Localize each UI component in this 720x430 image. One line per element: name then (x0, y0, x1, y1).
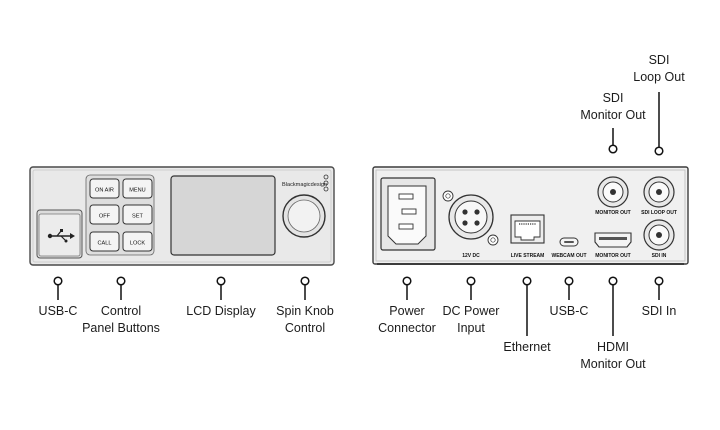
button-label-off: OFF (99, 214, 111, 220)
callout-spin-knob-line1: Spin Knob (276, 304, 334, 318)
hdmi-port: MONITOR OUT (594, 232, 632, 259)
callout-hdmi-line1: HDMI (597, 340, 629, 354)
callout-dc-power-input: DC Power Input (443, 303, 500, 337)
callout-usb-c-front: USB-C (39, 303, 78, 320)
port-label-sdi-loop-out: SDI LOOP OUT (641, 210, 677, 216)
callout-ethernet: Ethernet (503, 339, 550, 356)
button-label-lock: LOCK (130, 241, 146, 247)
callout-power-connector-line1: Power (389, 304, 425, 318)
callout-sdi-monitor-out-line2: Monitor Out (580, 108, 646, 122)
button-set[interactable]: SET (122, 204, 153, 225)
port-label-sdi-monitor-out: MONITOR OUT (595, 210, 630, 216)
leader-usb-c-rear (564, 276, 574, 300)
callout-spin-knob-line2: Control (284, 321, 326, 335)
control-panel-buttons: ON AIR MENU OFF SET CALL LOCK (85, 174, 155, 256)
usb-icon (47, 229, 75, 243)
callout-ethernet-line1: Ethernet (503, 340, 551, 354)
button-label-menu: MENU (129, 188, 145, 194)
port-label-monitor-out: MONITOR OUT (595, 253, 630, 259)
callout-hdmi-line2: Monitor Out (580, 357, 646, 371)
leader-spin-knob (300, 276, 310, 300)
button-label-set: SET (132, 214, 143, 220)
sdi-in-port: SDI IN (643, 219, 675, 259)
leader-ethernet (522, 276, 532, 336)
leader-usb-c-front (53, 276, 63, 300)
button-label-call: CALL (98, 241, 112, 247)
port-label-live-stream: LIVE STREAM (511, 253, 545, 259)
sdi-loop-out-port: SDI LOOP OUT (641, 176, 677, 216)
callout-power-connector: Power Connector (378, 303, 436, 337)
callout-dc-power-line1: DC Power (442, 304, 500, 318)
lcd-display (170, 175, 276, 256)
button-on-air[interactable]: ON AIR (89, 178, 120, 199)
callout-power-connector-line2: Connector (378, 321, 436, 335)
port-label-dc: 12V DC (462, 253, 480, 259)
callout-usb-c-rear-line1: USB-C (549, 304, 589, 318)
callout-hdmi-monitor-out: HDMI Monitor Out (580, 339, 645, 373)
spin-knob[interactable] (282, 194, 326, 238)
leader-dc-power (466, 276, 476, 300)
rear-usb-c-port: WEBCAM OUT (552, 237, 587, 259)
dc-power-input: 12V DC (442, 190, 499, 259)
callout-sdi-in-line1: SDI In (641, 304, 677, 318)
button-label-on-air: ON AIR (95, 188, 114, 194)
callout-sdi-in: SDI In (642, 303, 677, 320)
leader-lcd-display (216, 276, 226, 300)
ethernet-port: LIVE STREAM (510, 214, 545, 259)
power-connector (380, 177, 436, 251)
port-label-webcam-out: WEBCAM OUT (552, 253, 587, 259)
status-leds (323, 174, 329, 192)
sdi-monitor-out-port: MONITOR OUT (595, 176, 631, 216)
callout-usb-c-front-line1: USB-C (38, 304, 78, 318)
brand-logo: Blackmagicdesign (282, 182, 327, 188)
leader-control-panel (116, 276, 126, 300)
callout-spin-knob: Spin Knob Control (276, 303, 334, 337)
callout-sdi-loop-out: SDI Loop Out (633, 52, 684, 86)
button-off[interactable]: OFF (89, 204, 120, 225)
leader-sdi-monitor-out (608, 128, 618, 154)
leader-power-connector (402, 276, 412, 300)
callout-dc-power-line2: Input (457, 321, 485, 335)
callout-lcd-display-line1: LCD Display (186, 304, 256, 318)
callout-sdi-monitor-out-line1: SDI (602, 91, 624, 105)
callout-control-panel-line1: Control (100, 304, 142, 318)
callout-control-panel-line2: Panel Buttons (82, 321, 160, 335)
callout-sdi-loop-out-line2: Loop Out (633, 70, 685, 84)
button-lock[interactable]: LOCK (122, 231, 153, 252)
leader-sdi-in (654, 276, 664, 300)
callout-control-panel-buttons: Control Panel Buttons (82, 303, 160, 337)
leader-hdmi (608, 276, 618, 336)
callout-sdi-monitor-out: SDI Monitor Out (580, 90, 645, 124)
callout-usb-c-rear: USB-C (550, 303, 589, 320)
callout-lcd-display: LCD Display (186, 303, 255, 320)
button-menu[interactable]: MENU (122, 178, 153, 199)
port-label-sdi-in: SDI IN (652, 253, 667, 259)
leader-sdi-loop-out (654, 92, 664, 156)
button-call[interactable]: CALL (89, 231, 120, 252)
front-usb-c-port (36, 209, 83, 259)
callout-sdi-loop-out-line1: SDI (648, 53, 670, 67)
